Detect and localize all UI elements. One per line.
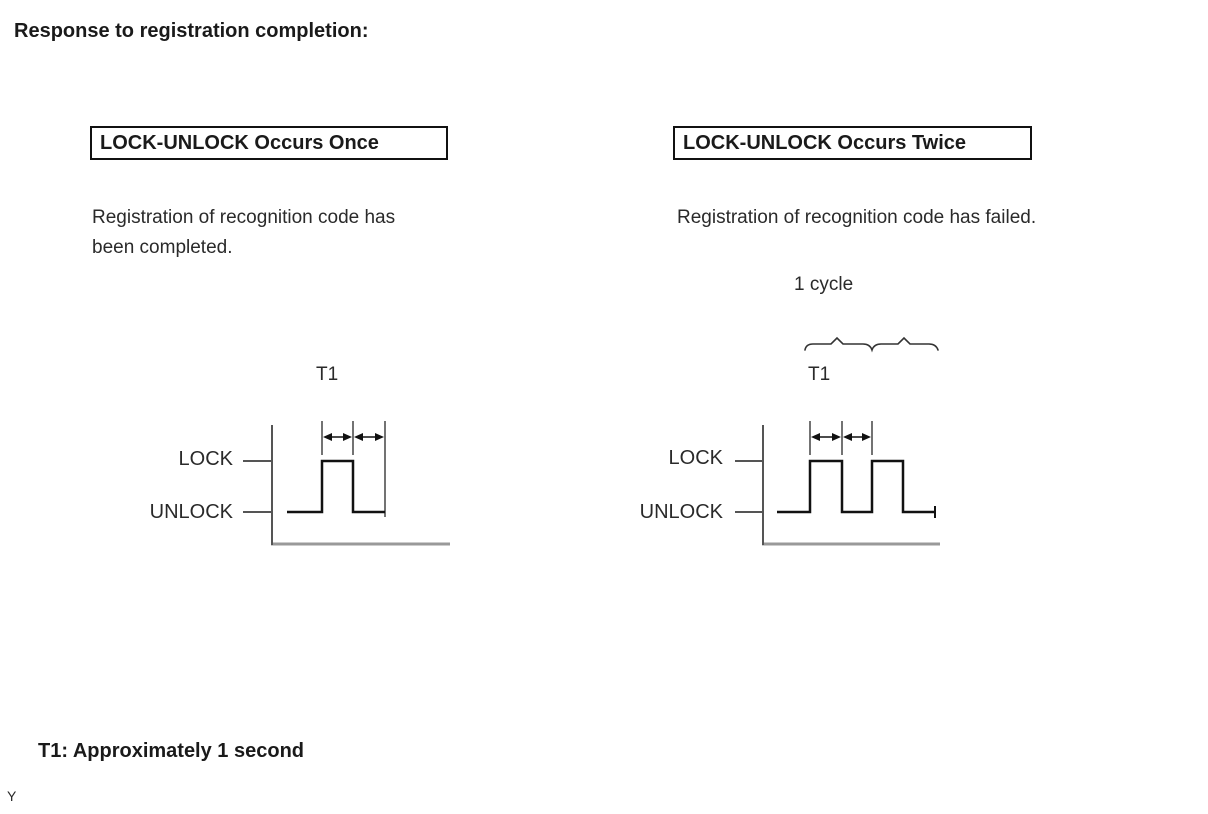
description-line: Registration of recognition code has (92, 207, 396, 228)
t1-label-twice: T1 (808, 364, 831, 385)
lock-unlock-waveform (777, 459, 935, 514)
lock-label-once: LOCK (178, 448, 233, 470)
panel-heading-once: LOCK-UNLOCK Occurs Once (100, 131, 379, 154)
dimension-arrow-t1 (843, 433, 871, 441)
lock-unlock-waveform (287, 459, 385, 514)
waveform-diagram-once (243, 421, 450, 546)
cycle-label: 1 cycle (794, 274, 854, 295)
description-line: been completed. (92, 237, 233, 258)
panel-description-once: Registration of recognition code has bee… (92, 203, 395, 263)
dimension-arrow-t1 (811, 433, 841, 441)
lock-label-twice: LOCK (668, 447, 723, 469)
dimension-arrow-t1 (354, 433, 384, 441)
panel-heading-box-once: LOCK-UNLOCK Occurs Once (90, 126, 448, 160)
t1-label-once: T1 (316, 364, 339, 385)
panel-description-twice: Registration of recognition code has fai… (677, 203, 1036, 233)
corner-mark: Y (7, 788, 17, 804)
panel-heading-box-twice: LOCK-UNLOCK Occurs Twice (673, 126, 1032, 160)
dimension-arrow-t1 (323, 433, 352, 441)
t1-definition: T1: Approximately 1 second (38, 740, 304, 762)
panel-heading-twice: LOCK-UNLOCK Occurs Twice (683, 131, 966, 154)
cycle-brace-icon (804, 336, 939, 353)
page-title: Response to registration completion: (14, 20, 369, 42)
description-line: Registration of recognition code has fai… (677, 207, 1037, 228)
unlock-label-once: UNLOCK (149, 501, 233, 523)
unlock-label-twice: UNLOCK (639, 501, 723, 523)
waveform-diagram-twice (735, 421, 940, 546)
